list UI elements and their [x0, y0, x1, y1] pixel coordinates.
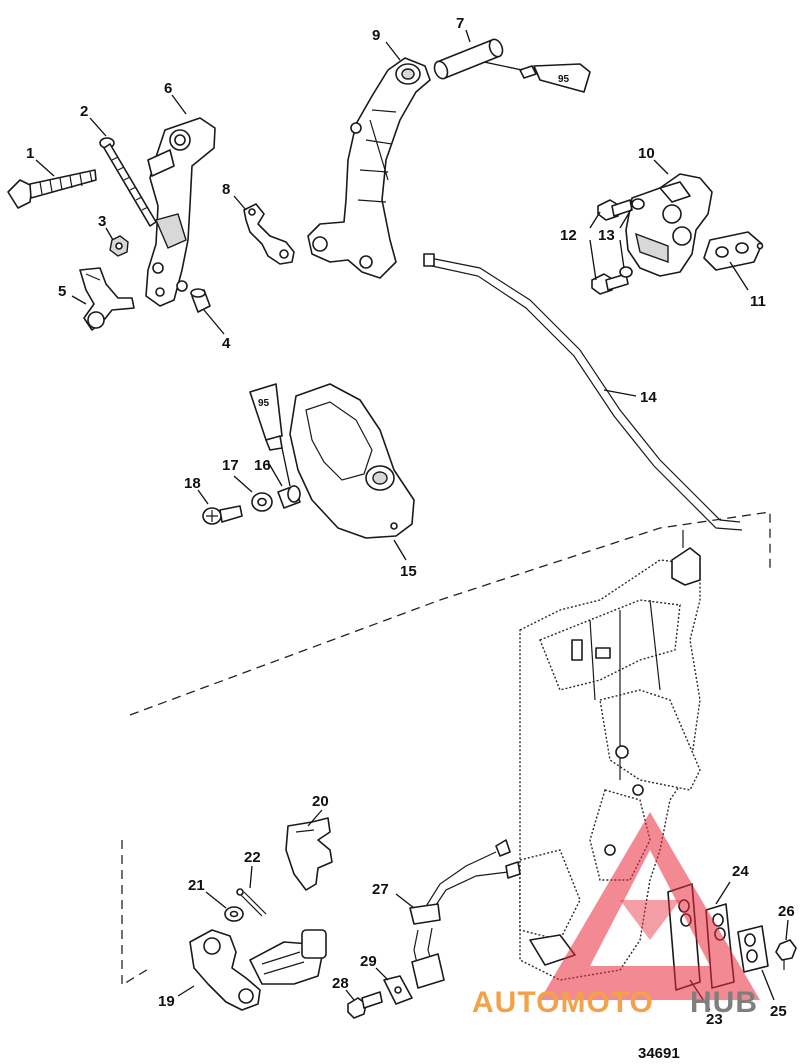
callout-4: 4 [222, 335, 231, 352]
alignment-dashed-line-left [121, 840, 151, 987]
part-20-cam-clip [285, 817, 333, 891]
callout-15: 15 [400, 563, 417, 580]
leader-lines [35, 29, 789, 1011]
part-14-link-rod [423, 253, 743, 531]
callout-labels: 1 2 3 4 5 6 7 8 9 10 11 12 13 14 15 16 1… [26, 15, 795, 1028]
part-21-washer [224, 906, 244, 922]
callout-7: 7 [456, 15, 464, 32]
part-25-plate [737, 925, 769, 973]
part-2-screw [99, 137, 157, 227]
automotohub-watermark: AUTOMOTO HUB [472, 812, 760, 1019]
callout-29: 29 [360, 953, 377, 970]
callout-22: 22 [244, 849, 261, 866]
part-28-screw [347, 991, 383, 1019]
part-5-link-clip [79, 267, 135, 331]
callout-8: 8 [222, 181, 230, 198]
callout-23: 23 [706, 1011, 723, 1028]
part-9-cam-bracket [307, 57, 431, 279]
callout-17: 17 [222, 457, 239, 474]
part-18-screw [202, 505, 243, 525]
callout-11: 11 [750, 293, 766, 310]
callout-28: 28 [332, 975, 349, 992]
figure-reference-number: 34691 [638, 1045, 680, 1062]
sealant-tube-top: 95 [519, 63, 591, 93]
callout-5: 5 [58, 283, 66, 300]
part-4-bushing [190, 288, 211, 313]
callout-24: 24 [732, 863, 749, 880]
callout-26: 26 [778, 903, 795, 920]
callout-9: 9 [372, 27, 380, 44]
callout-14: 14 [640, 389, 657, 406]
part-6-throttle-arm [145, 117, 216, 307]
callout-16: 16 [254, 457, 271, 474]
callout-12: 12 [560, 227, 577, 244]
callout-21: 21 [188, 877, 205, 894]
sealant-tube-mid: 95 [249, 383, 283, 451]
callout-10: 10 [638, 145, 655, 162]
part-11-gasket [703, 231, 764, 271]
alignment-dashed-line-top [129, 511, 771, 716]
sealant-tube-label-top: 95 [558, 74, 570, 85]
callout-27: 27 [372, 881, 389, 898]
part-19-lever-assembly [189, 929, 327, 1011]
sealant-tube-label-mid: 95 [258, 398, 270, 409]
part-26-bolt [775, 939, 797, 970]
callout-20: 20 [312, 793, 329, 810]
callout-18: 18 [184, 475, 201, 492]
part-3-nut [109, 235, 129, 257]
callout-25: 25 [770, 1003, 787, 1020]
part-7-pin [433, 38, 504, 80]
part-27-switch-wires [409, 839, 521, 989]
part-1-bolt [7, 169, 97, 209]
engine-block-housing [519, 530, 701, 981]
part-12-screws [591, 199, 633, 295]
part-17-washer [251, 492, 273, 512]
part-15-large-bracket [289, 383, 415, 539]
callout-2: 2 [80, 103, 88, 120]
watermark-triangle-logo [540, 812, 760, 1000]
part-10-bracket [625, 173, 713, 277]
callout-19: 19 [158, 993, 175, 1010]
part-8-linkage [243, 203, 295, 265]
callout-13: 13 [598, 227, 615, 244]
watermark-text-automoto: AUTOMOTO [472, 986, 654, 1019]
callout-3: 3 [98, 213, 106, 230]
part-22-cotter-pin [236, 888, 267, 917]
part-16-bushing [277, 485, 301, 509]
watermark-text-hub: HUB [690, 986, 758, 1019]
callout-1: 1 [26, 145, 34, 162]
callout-6: 6 [164, 80, 172, 97]
part-29-plate [383, 975, 413, 1005]
part-13-washers [619, 198, 645, 278]
